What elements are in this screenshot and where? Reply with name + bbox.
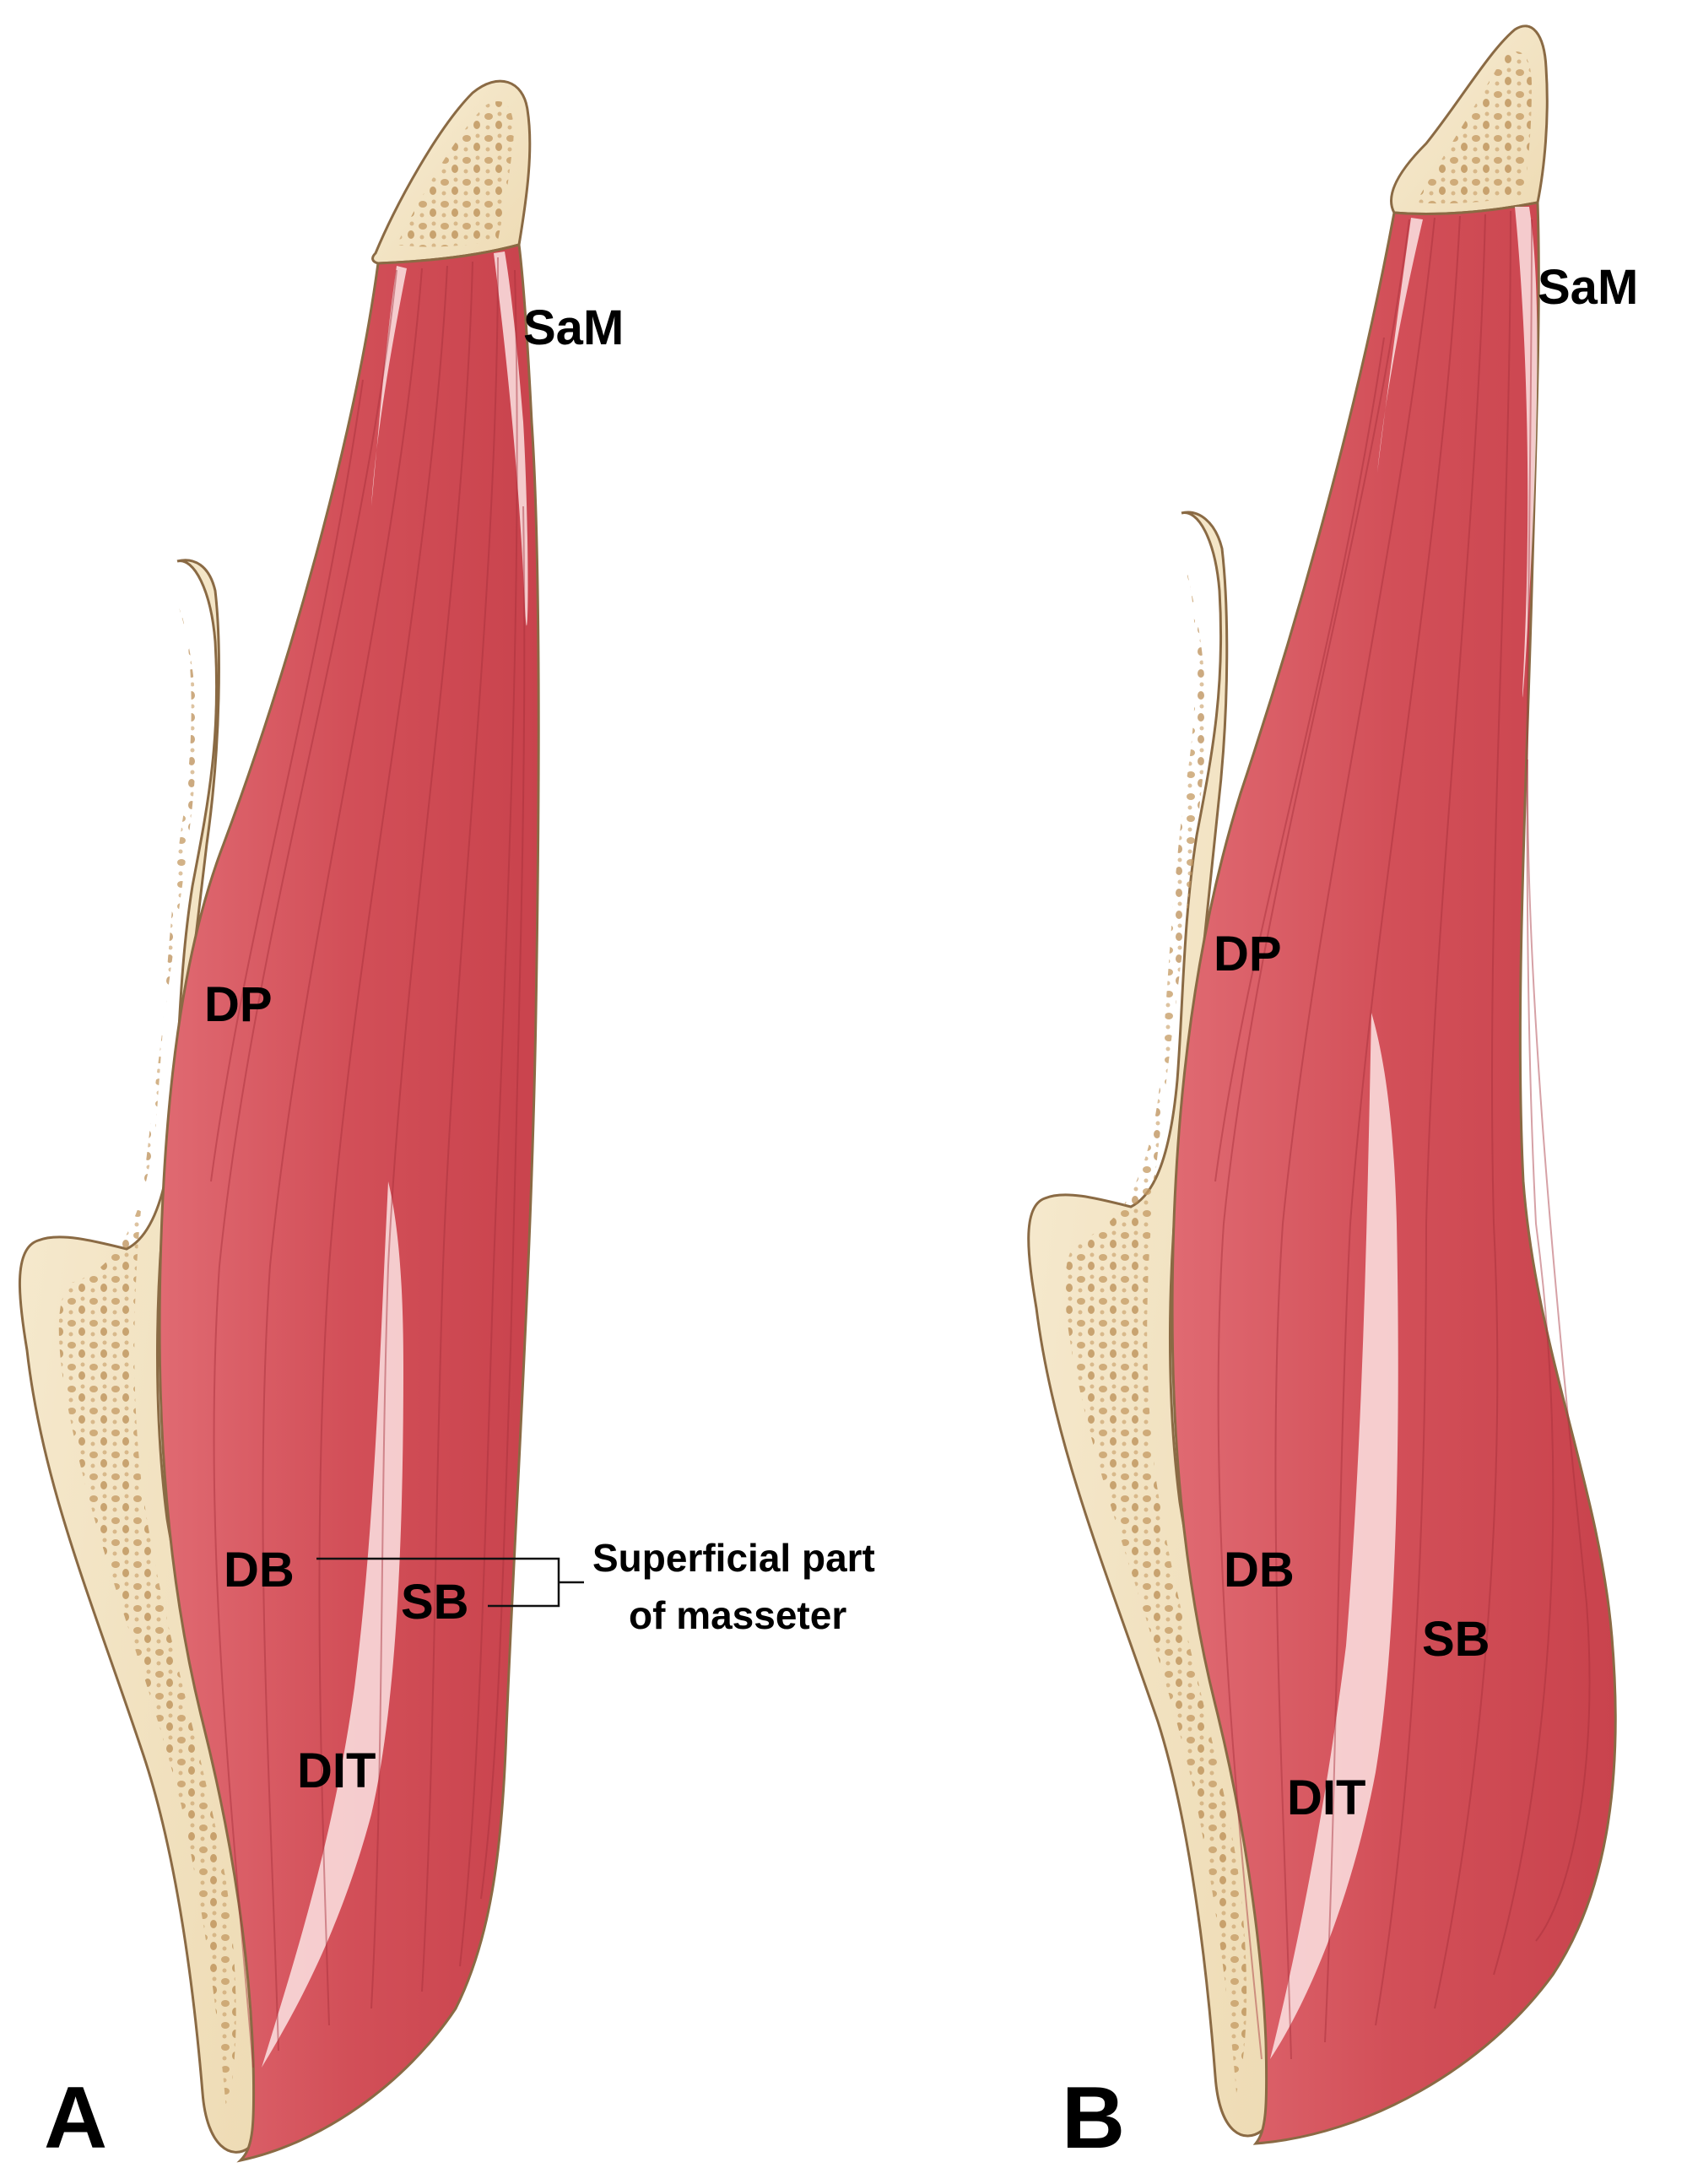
panel-b-label-dp: DP bbox=[1214, 927, 1282, 981]
panel-a-label-dit: DIT bbox=[297, 1743, 376, 1798]
panel-b-tendon-sam bbox=[1515, 207, 1538, 698]
panel-b-letter: B bbox=[1062, 2069, 1125, 2167]
panel-b: SaM DP DB SB DIT B bbox=[1027, 24, 1638, 2167]
panel-a-label-db: DB bbox=[224, 1543, 295, 1597]
panel-a-masseter-muscle bbox=[158, 243, 540, 2163]
panel-a: SaM DP DB SB DIT Superficial part of mas… bbox=[18, 79, 875, 2167]
panel-a-muscle-fibers bbox=[210, 257, 526, 2068]
panel-a-zygomatic-bone bbox=[371, 79, 532, 265]
panel-a-tendon-dit bbox=[262, 1181, 403, 2068]
panel-b-zygomatic-bone bbox=[1389, 24, 1549, 215]
panel-a-label-dp: DP bbox=[204, 977, 273, 1032]
panel-b-muscle-fibers bbox=[1214, 210, 1591, 2060]
panel-b-tendon-dit bbox=[1270, 1013, 1398, 2059]
panel-b-label-sb: SB bbox=[1422, 1612, 1490, 1667]
panel-a-label-sam: SaM bbox=[523, 300, 624, 355]
panel-b-masseter-muscle bbox=[1171, 201, 1617, 2145]
panel-a-label-sb: SB bbox=[401, 1575, 469, 1630]
panel-a-annotation-line1: Superficial part bbox=[592, 1536, 875, 1580]
panel-a-annotation-bracket bbox=[316, 1557, 584, 1608]
panel-b-label-db: DB bbox=[1224, 1543, 1295, 1597]
panel-b-label-dit: DIT bbox=[1287, 1770, 1365, 1825]
panel-a-tendon-sam bbox=[494, 251, 528, 626]
panel-a-annotation-line2: of masseter bbox=[629, 1593, 846, 1637]
panel-b-label-sam: SaM bbox=[1538, 260, 1638, 315]
panel-a-letter: A bbox=[44, 2069, 107, 2167]
